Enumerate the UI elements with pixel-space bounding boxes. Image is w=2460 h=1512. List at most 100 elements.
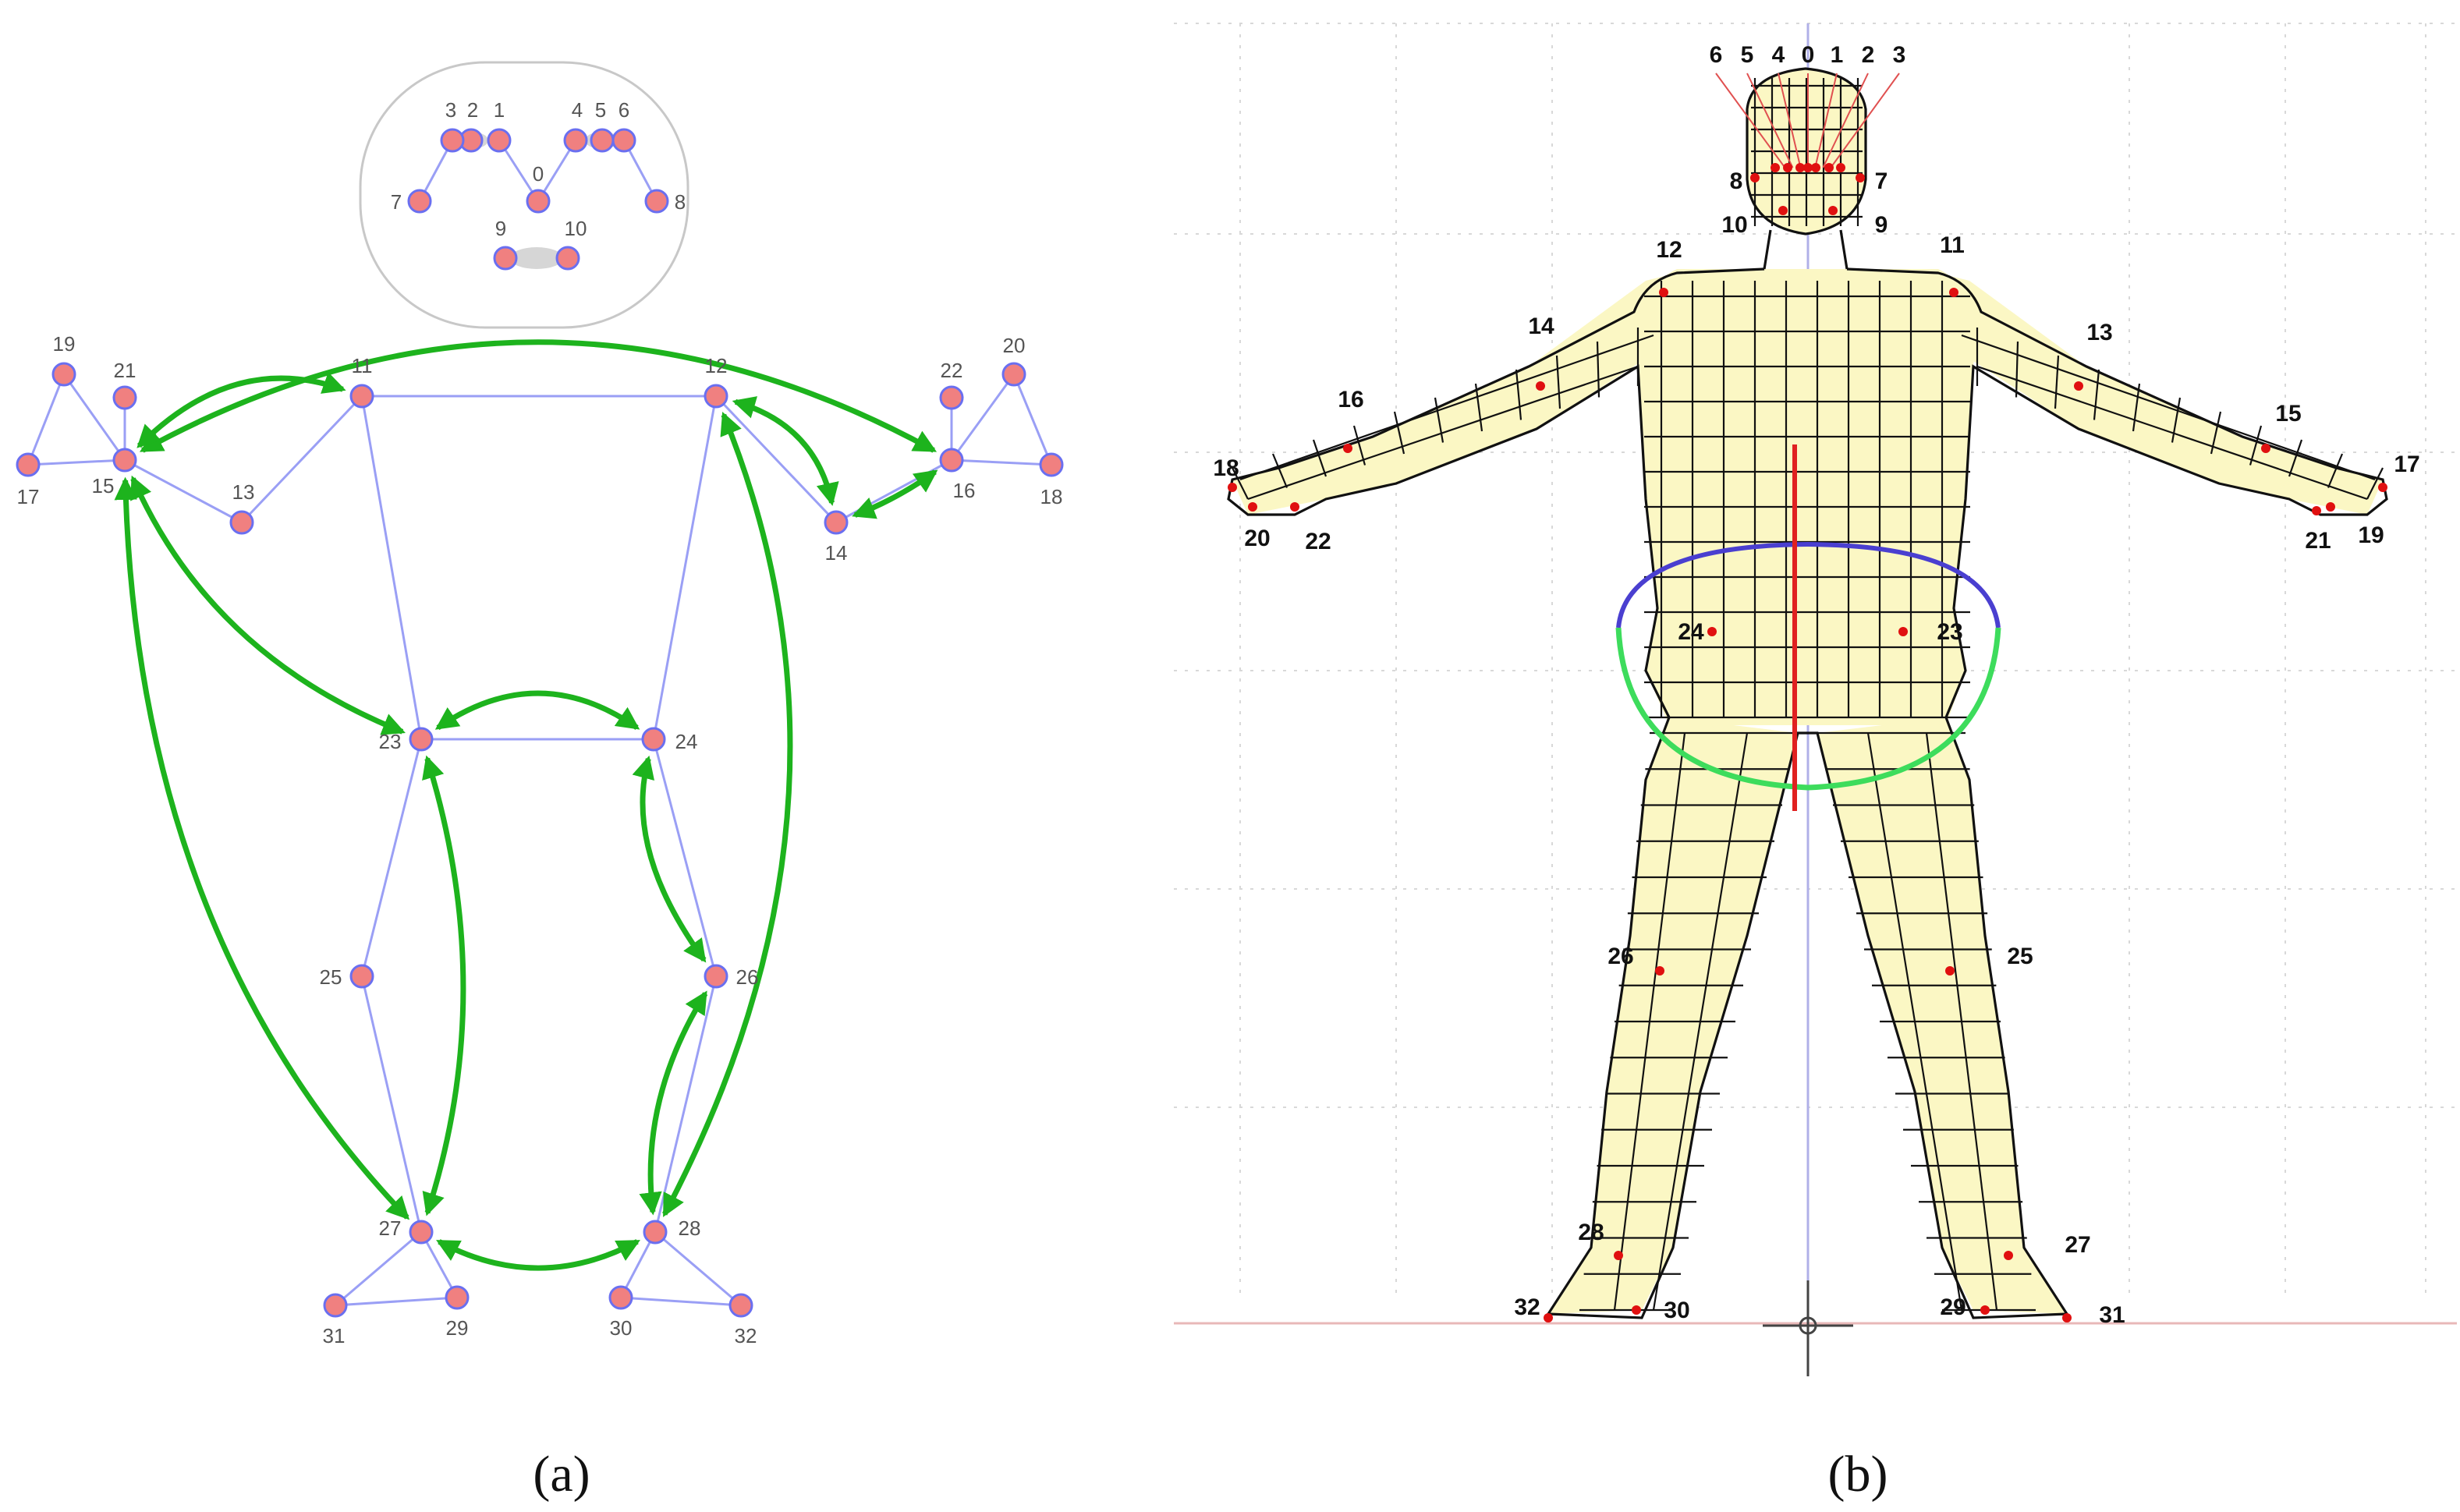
model-landmark-26 [1655,966,1664,976]
joint-label-26: 26 [736,965,759,989]
model-landmark-label-19: 19 [2358,522,2384,548]
model-landmark-31 [2062,1313,2072,1323]
skeleton-link-30-32 [620,1296,742,1307]
model-landmark-label-1: 1 [1831,42,1844,68]
model-landmark-23 [1898,627,1908,636]
model-landmark-19 [2326,502,2335,512]
model-landmark-27 [2004,1251,2013,1260]
model-landmark-label-8: 8 [1730,168,1743,194]
model-landmark-label-5: 5 [1741,42,1754,68]
joint-label-25: 25 [320,965,342,989]
model-landmark-5 [1783,163,1792,172]
model-landmark-12 [1659,288,1668,297]
skeleton-link-14-16 [835,459,952,524]
skeleton-link-27-31 [335,1230,422,1307]
model-landmark-21 [2312,506,2321,515]
model-landmark-label-21: 21 [2305,528,2331,554]
model-landmark-label-11: 11 [1940,232,1965,258]
joint-4 [563,128,588,153]
model-landmark-32 [1544,1313,1553,1323]
mesh-line [1352,425,1366,466]
mesh-line [2249,425,2263,466]
model-landmark-3 [1836,163,1845,172]
joint-11 [349,384,374,409]
mesh-line [1613,732,1686,1311]
joint-label-10: 10 [565,217,587,240]
landmark-joints [16,128,1064,1318]
joint-9 [493,246,518,271]
mouth-ellipse [510,247,563,269]
model-landmark-1 [1811,163,1820,172]
joint-label-27: 27 [379,1216,402,1240]
skeleton-link-11-23 [360,395,423,740]
model-landmark-label-25: 25 [2007,944,2033,969]
model-landmark-7 [1856,173,1865,182]
correspondence-arrow-12-28 [662,412,793,1217]
joint-label-17: 17 [17,485,40,508]
model-landmark-label-13: 13 [2086,320,2112,345]
joint-label-30: 30 [610,1316,633,1340]
joint-10 [555,246,580,271]
joint-0 [526,189,551,214]
joint-13 [229,510,254,535]
background-grid [1174,23,2457,1294]
joint-6 [611,128,636,153]
model-landmark-0 [1803,163,1813,172]
model-landmark-label-16: 16 [1338,387,1363,413]
joint-label-24: 24 [675,730,698,753]
head-ray-4 [1778,73,1802,168]
joint-label-3: 3 [445,98,456,122]
joint-18 [1039,452,1064,477]
model-landmark-label-23: 23 [1937,619,1962,645]
model-landmark-8 [1750,173,1760,182]
joint-label-14: 14 [825,541,848,565]
model-landmark-label-6: 6 [1710,42,1723,68]
mesh-line [2288,439,2303,477]
correspondence-arrow-15-27 [114,476,410,1220]
model-landmark-17 [2378,483,2387,492]
skeleton-link-28-32 [654,1230,742,1307]
model-landmark-label-20: 20 [1244,526,1270,551]
mesh-line [2327,453,2344,488]
face-region-outline [359,61,689,329]
skeleton-link-26-28 [654,976,718,1233]
joint-14 [824,510,849,535]
model-landmark-9 [1828,206,1838,215]
joint-7 [407,189,432,214]
model-landmark-24 [1707,627,1717,636]
skeleton-link-23-25 [360,738,423,977]
joint-label-7: 7 [391,190,402,214]
correspondence-arrow-26-28 [639,990,708,1216]
joint-label-20: 20 [1003,334,1026,357]
model-landmark-label-4: 4 [1772,42,1785,68]
joint-25 [349,964,374,989]
joint-1 [487,128,512,153]
mesh-line [2054,355,2060,409]
skeleton-link-17-19 [27,374,66,466]
skeleton-link-24-26 [652,738,718,977]
head-ray-3 [1830,73,1900,168]
model-landmark-label-31: 31 [2099,1302,2125,1328]
joint-label-21: 21 [114,359,136,382]
skeleton-link-11-13 [240,395,363,524]
joint-label-4: 4 [572,98,583,122]
skeleton-link-27-29 [420,1231,459,1298]
joint-19 [51,362,76,387]
mesh-line [1652,732,1749,1311]
joint-label-22: 22 [941,359,963,382]
skeleton-link-28-30 [619,1231,657,1298]
mesh-line [1239,334,1654,481]
mesh-line [1925,732,1998,1311]
skeleton-link-16-18 [951,459,1052,466]
model-landmark-30 [1632,1305,1641,1315]
model-landmark-28 [1614,1251,1623,1260]
joint-28 [643,1220,668,1245]
panel-b-caption: (b) [1828,1446,1888,1503]
joint-label-8: 8 [675,190,686,214]
model-landmark-label-7: 7 [1875,168,1888,194]
panel-a-caption: (a) [533,1446,590,1503]
joint-label-0: 0 [533,162,544,186]
